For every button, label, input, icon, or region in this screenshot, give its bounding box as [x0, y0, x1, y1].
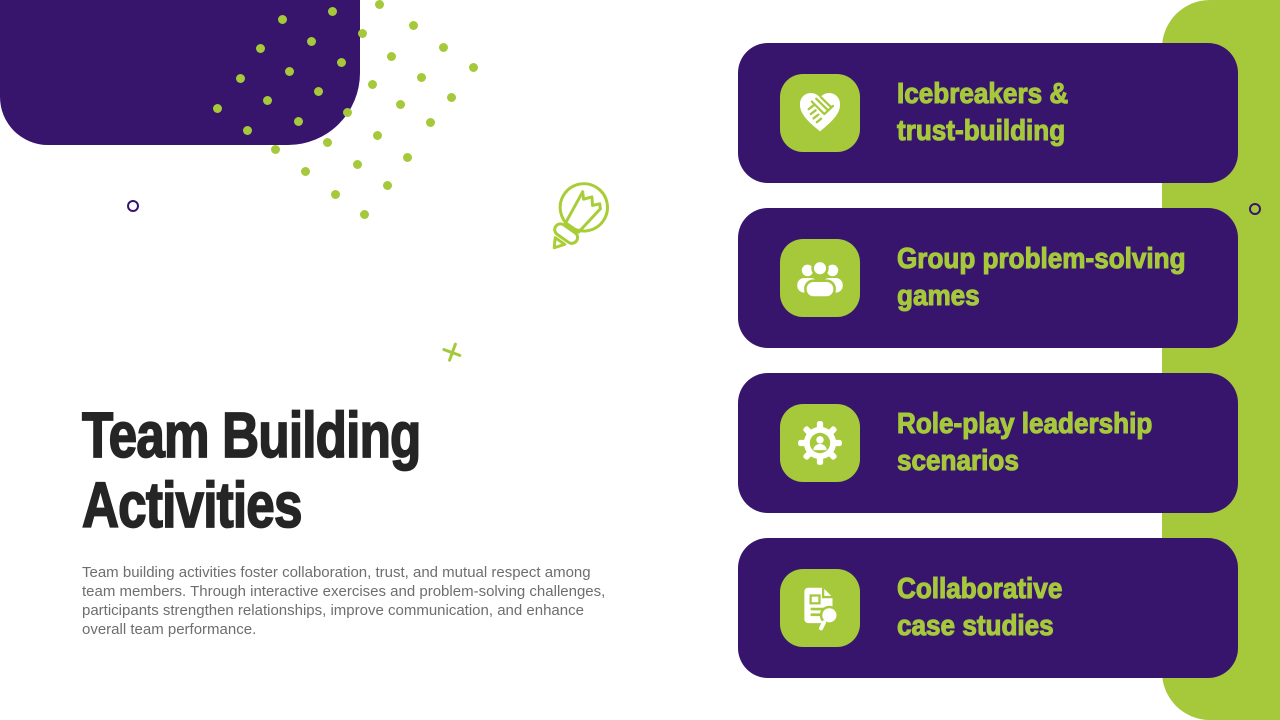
decor-dot — [285, 67, 294, 76]
decor-dot — [383, 181, 392, 190]
card-label-line1: Icebreakers & — [897, 77, 1069, 110]
card-label-line2: games — [897, 279, 981, 312]
description-text: Team building activities foster collabor… — [82, 564, 606, 638]
card-icebreakers: Icebreakers & trust-building — [738, 43, 1238, 183]
decor-dot — [323, 138, 332, 147]
decor-dot — [278, 15, 287, 24]
decor-dot — [409, 21, 418, 30]
title-line-1: Team Building — [81, 399, 422, 471]
decor-dot — [213, 104, 222, 113]
card-label-line1: Collaborative — [897, 572, 1063, 605]
decor-dot — [307, 37, 316, 46]
decor-dot — [368, 80, 377, 89]
decor-dot — [358, 29, 367, 38]
decor-dot — [447, 93, 456, 102]
decor-dot — [256, 44, 265, 53]
card-label-line2: case studies — [897, 609, 1055, 642]
decor-dot — [387, 52, 396, 61]
case-study-doc-icon — [780, 569, 860, 647]
decor-dot — [271, 145, 280, 154]
card-label-line1: Role-play leadership — [897, 407, 1153, 440]
decor-dot — [353, 160, 362, 169]
decor-dot — [360, 210, 369, 219]
decor-dot — [328, 7, 337, 16]
decor-dot — [314, 87, 323, 96]
heart-handshake-icon — [780, 74, 860, 152]
card-label: Role-play leadership scenarios — [897, 406, 1153, 480]
corner-blob — [0, 0, 360, 145]
circle-outline-right — [1249, 203, 1261, 215]
decor-dot — [469, 63, 478, 72]
decor-dot — [243, 126, 252, 135]
card-label-line2: scenarios — [897, 444, 1020, 477]
decor-dot — [236, 74, 245, 83]
decor-dot — [417, 73, 426, 82]
card-label: Group problem-solving games — [897, 241, 1187, 315]
card-label: Icebreakers & trust-building — [897, 76, 1069, 150]
card-group-games: Group problem-solving games — [738, 208, 1238, 348]
gear-person-icon — [780, 404, 860, 482]
decor-dot — [301, 167, 310, 176]
card-label-line1: Group problem-solving — [897, 242, 1187, 275]
plus-sparkle-icon — [439, 339, 465, 365]
decor-dot — [403, 153, 412, 162]
page-title: Team Building Activities — [81, 399, 422, 541]
card-label: Collaborative case studies — [897, 571, 1063, 645]
card-case-studies: Collaborative case studies — [738, 538, 1238, 678]
decor-dot — [373, 131, 382, 140]
team-group-icon — [780, 239, 860, 317]
decor-dot — [331, 190, 340, 199]
decor-dot — [396, 100, 405, 109]
decor-dot — [439, 43, 448, 52]
decor-dot — [375, 0, 384, 9]
title-line-2: Activities — [81, 469, 303, 541]
decor-dot — [294, 117, 303, 126]
activity-cards: Icebreakers & trust-building Group probl… — [738, 43, 1238, 678]
decor-dot — [337, 58, 346, 67]
card-role-play: Role-play leadership scenarios — [738, 373, 1238, 513]
circle-outline-left — [127, 200, 139, 212]
lightbulb-icon — [520, 165, 630, 275]
decor-dot — [263, 96, 272, 105]
decor-dot — [343, 108, 352, 117]
decor-dot — [426, 118, 435, 127]
card-label-line2: trust-building — [897, 114, 1066, 147]
